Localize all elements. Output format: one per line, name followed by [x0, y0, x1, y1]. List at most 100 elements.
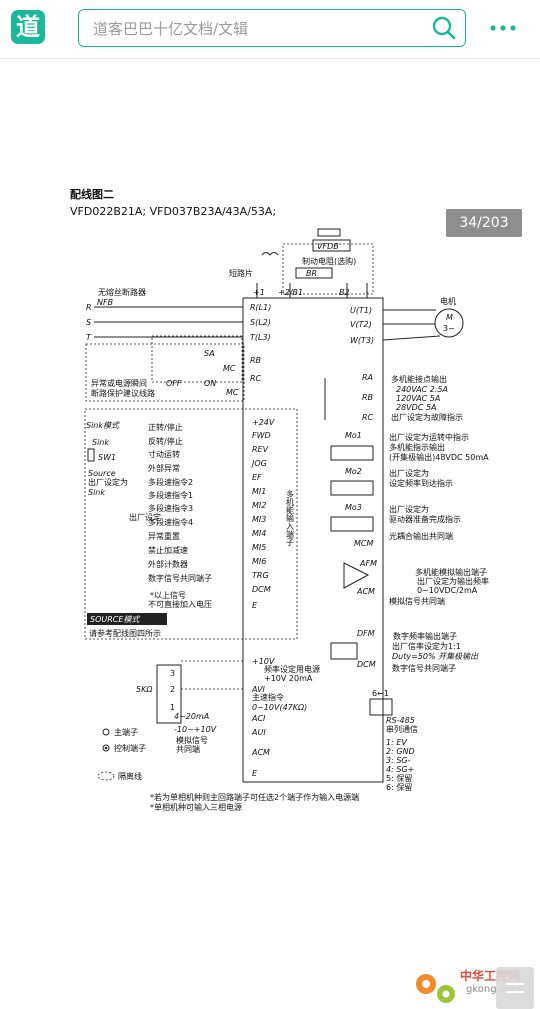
input-r: R: [86, 303, 92, 312]
reactor-coil: [261, 252, 279, 256]
model-list: VFD022B21A; VFD037B23A/43A/53A;: [70, 205, 277, 218]
mc-label: MC: [223, 364, 236, 373]
search-box[interactable]: [78, 9, 466, 47]
mo-desc: 光耦合输出共同端: [389, 531, 453, 541]
pot-pin: 1: [170, 703, 175, 712]
di-terminal: MI2: [252, 501, 266, 510]
motor-label: 电机: [440, 296, 456, 306]
mo-desc: 出厂设定为: [389, 468, 429, 478]
source-ref-label: 请参考配线图四所示: [89, 628, 161, 638]
relay-rb: RB: [362, 393, 373, 402]
ai-aui: AUI: [251, 728, 266, 737]
di-terminal: +24V: [252, 418, 275, 427]
terminal-wt3: W(T3): [350, 336, 374, 345]
rs485-pin: 3: SG-: [386, 756, 411, 765]
ai-avi-desc: 主速指令: [252, 692, 284, 702]
relay-desc-3: 120VAC 5A: [396, 394, 440, 403]
terminal-minus: -: [366, 288, 369, 297]
input-s: S: [86, 318, 91, 327]
off-label: OFF: [166, 379, 182, 388]
ai-common-2: 共同端: [176, 744, 200, 754]
shield-symbol: [97, 771, 115, 781]
br-resistor: [295, 267, 333, 279]
di-terminal: MI6: [252, 557, 266, 566]
sa-label: SA: [204, 349, 215, 358]
terminal-rl1: R(L1): [250, 303, 271, 312]
ao-desc: 出厂设定为输出频率: [417, 576, 489, 586]
app-logo[interactable]: 道: [11, 10, 45, 44]
afm-label: AFM: [359, 559, 377, 568]
search-input[interactable]: [91, 10, 425, 47]
mo-desc: 设定频率到达指示: [389, 478, 453, 488]
sw1-label: SW1: [98, 453, 116, 462]
pot-pin: 3: [170, 669, 175, 678]
pot-pin: 2: [170, 685, 175, 694]
di-label: 多段速指令3: [148, 503, 193, 513]
di-terminal: MI3: [252, 515, 266, 524]
legend-shield: 隔离线: [118, 771, 142, 781]
fuse-breaker-label: 无熔丝断路器: [98, 287, 146, 297]
ai-ma: 4~20mA: [174, 712, 209, 721]
ai-10v-desc: 频率设定用电源: [264, 664, 320, 674]
di-label: 禁止加减速: [148, 545, 188, 555]
dfm-label: DFM: [357, 629, 375, 638]
brake-resistor-label: 制动电阻(选购): [302, 256, 356, 266]
di-label: 多段速指令1: [148, 490, 193, 500]
dfm-desc: Duty=50% 开集极输出: [392, 652, 479, 661]
footnote-1: *若为单相机种则主回路端子可任选2个端子作为输入电源端: [150, 792, 359, 802]
rs485-subtitle: 串列通信: [386, 724, 418, 734]
ai-acm: ACM: [251, 748, 270, 757]
vfdb-label: VFDB: [317, 242, 339, 251]
signal-note-2: 不可直接加入电压: [148, 599, 212, 609]
relay-desc-4: 28VDC 5A: [396, 403, 437, 412]
terminal-p2b1: +2/B1: [278, 288, 303, 297]
terminal-rc: RC: [250, 374, 262, 383]
br-label: BR: [306, 269, 317, 278]
dfm-desc: 数字信号共同端子: [392, 663, 456, 673]
ao-desc: 模拟信号共同端: [389, 596, 445, 606]
abnormal-note-2: 断路保护建议线路: [91, 388, 155, 398]
terminal-sl2: S(L2): [250, 318, 271, 327]
ai-avi: AVI: [251, 685, 266, 694]
motor-symbol: [434, 308, 464, 338]
sw1-switch: [87, 448, 95, 462]
di-terminal: MI1: [252, 487, 266, 496]
sink-label: Sink: [92, 438, 109, 447]
di-terminal: MI4: [252, 529, 266, 538]
di-label: 正转/停止: [148, 422, 183, 432]
mc2-label: MC: [226, 388, 239, 397]
di-terminal: EF: [252, 473, 262, 482]
di-label: 数字信号共同端子: [148, 573, 212, 583]
amp-symbol: [343, 562, 370, 589]
di-label: 异常重置: [148, 531, 180, 541]
terminal-ut1: U(T1): [350, 306, 372, 315]
rj45-jack: [369, 698, 393, 716]
control-terminal-symbol: [104, 746, 108, 750]
page-menu-button[interactable]: [496, 967, 534, 1009]
rs485-pin: 4: SG+: [386, 765, 414, 774]
rs485-title: RS-485: [386, 716, 415, 725]
legend-main: 主端子: [114, 727, 138, 737]
more-menu-icon[interactable]: [488, 20, 518, 36]
rj45-pins: 6←1: [372, 689, 389, 698]
pot-label: 5KΩ: [136, 685, 153, 694]
mo-desc: 驱动器准备完成指示: [389, 514, 461, 524]
ao-desc: 多机能模拟输出端子: [415, 567, 487, 577]
dfm-desc: 数字频率输出端子: [393, 631, 457, 641]
input-t: T: [86, 333, 92, 342]
relay-desc-1: 多机能接点输出: [391, 374, 447, 384]
di-label: 外部计数器: [148, 559, 188, 569]
di-label: 多段速指令2: [148, 477, 193, 487]
digital-input-labels: 正转/停止 反转/停止 寸动运转 外部异常 多段速指令1 多段速指令2 多段速指…: [148, 422, 212, 583]
dfm-desc: 出厂信率设定为1:1: [392, 641, 461, 651]
terminal-rb: RB: [250, 356, 261, 365]
mo-desc: 出厂设定为: [389, 504, 429, 514]
di-label: 反转/停止: [148, 436, 183, 446]
ai-common-1: 模拟信号: [176, 735, 208, 745]
dcm-label: DCM: [357, 660, 376, 669]
mo-desc: 多机能指示输出: [389, 442, 445, 452]
source-mode-box: [87, 613, 167, 625]
mo-desc: (开集极输出)48VDC 50mA: [389, 452, 489, 462]
mo3-label: Mo3: [345, 503, 362, 512]
search-icon[interactable]: [431, 15, 457, 41]
